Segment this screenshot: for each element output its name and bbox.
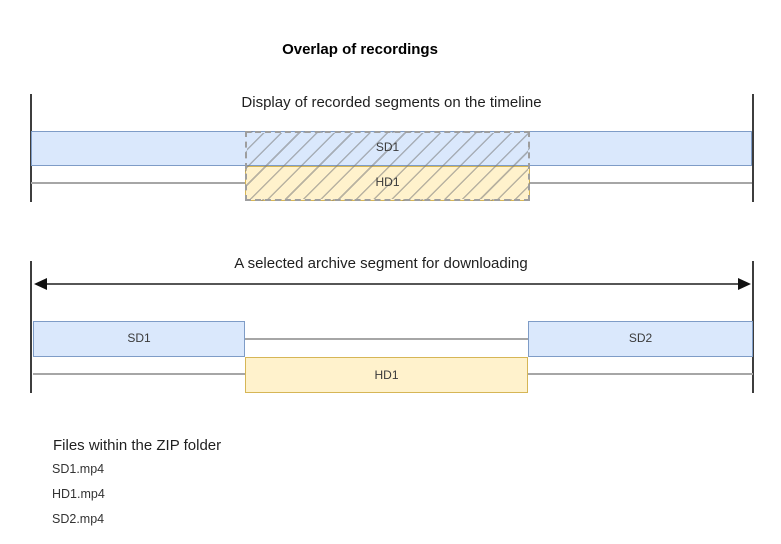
hd-row-line-left — [33, 373, 245, 375]
hd1-segment-label: HD1 — [374, 368, 399, 382]
zip-file-item: SD1.mp4 — [52, 462, 105, 476]
overlap-selection-region — [245, 131, 530, 201]
sd-row-gap-line — [245, 338, 528, 340]
zip-files-heading: Files within the ZIP folder — [53, 437, 222, 454]
sd1-segment-label: SD1 — [127, 331, 151, 345]
sd2-segment-bar — [528, 321, 753, 357]
sd1-track-label: SD1 — [375, 140, 400, 154]
hd-row-line-right — [528, 373, 753, 375]
archive-left-tick — [30, 261, 32, 393]
hd1-track-label: HD1 — [375, 175, 400, 189]
archive-right-tick — [752, 261, 754, 393]
timeline-right-tick — [752, 94, 754, 202]
zip-file-item: SD2.mp4 — [52, 512, 105, 526]
sd2-segment-label: SD2 — [628, 331, 653, 345]
zip-file-item: HD1.mp4 — [52, 487, 105, 501]
right-arrowhead-icon — [738, 278, 751, 290]
left-arrowhead-icon — [34, 278, 47, 290]
page-title: Overlap of recordings — [282, 41, 438, 58]
sd1-segment-bar — [33, 321, 245, 357]
archive-diagram-heading: A selected archive segment for downloadi… — [234, 255, 528, 272]
hd1-segment-bar — [245, 357, 528, 393]
hd-track-line-right — [530, 182, 752, 184]
hd-track-line-left — [31, 182, 245, 184]
selection-range-arrow — [42, 283, 742, 285]
timeline-diagram-heading: Display of recorded segments on the time… — [241, 94, 542, 111]
